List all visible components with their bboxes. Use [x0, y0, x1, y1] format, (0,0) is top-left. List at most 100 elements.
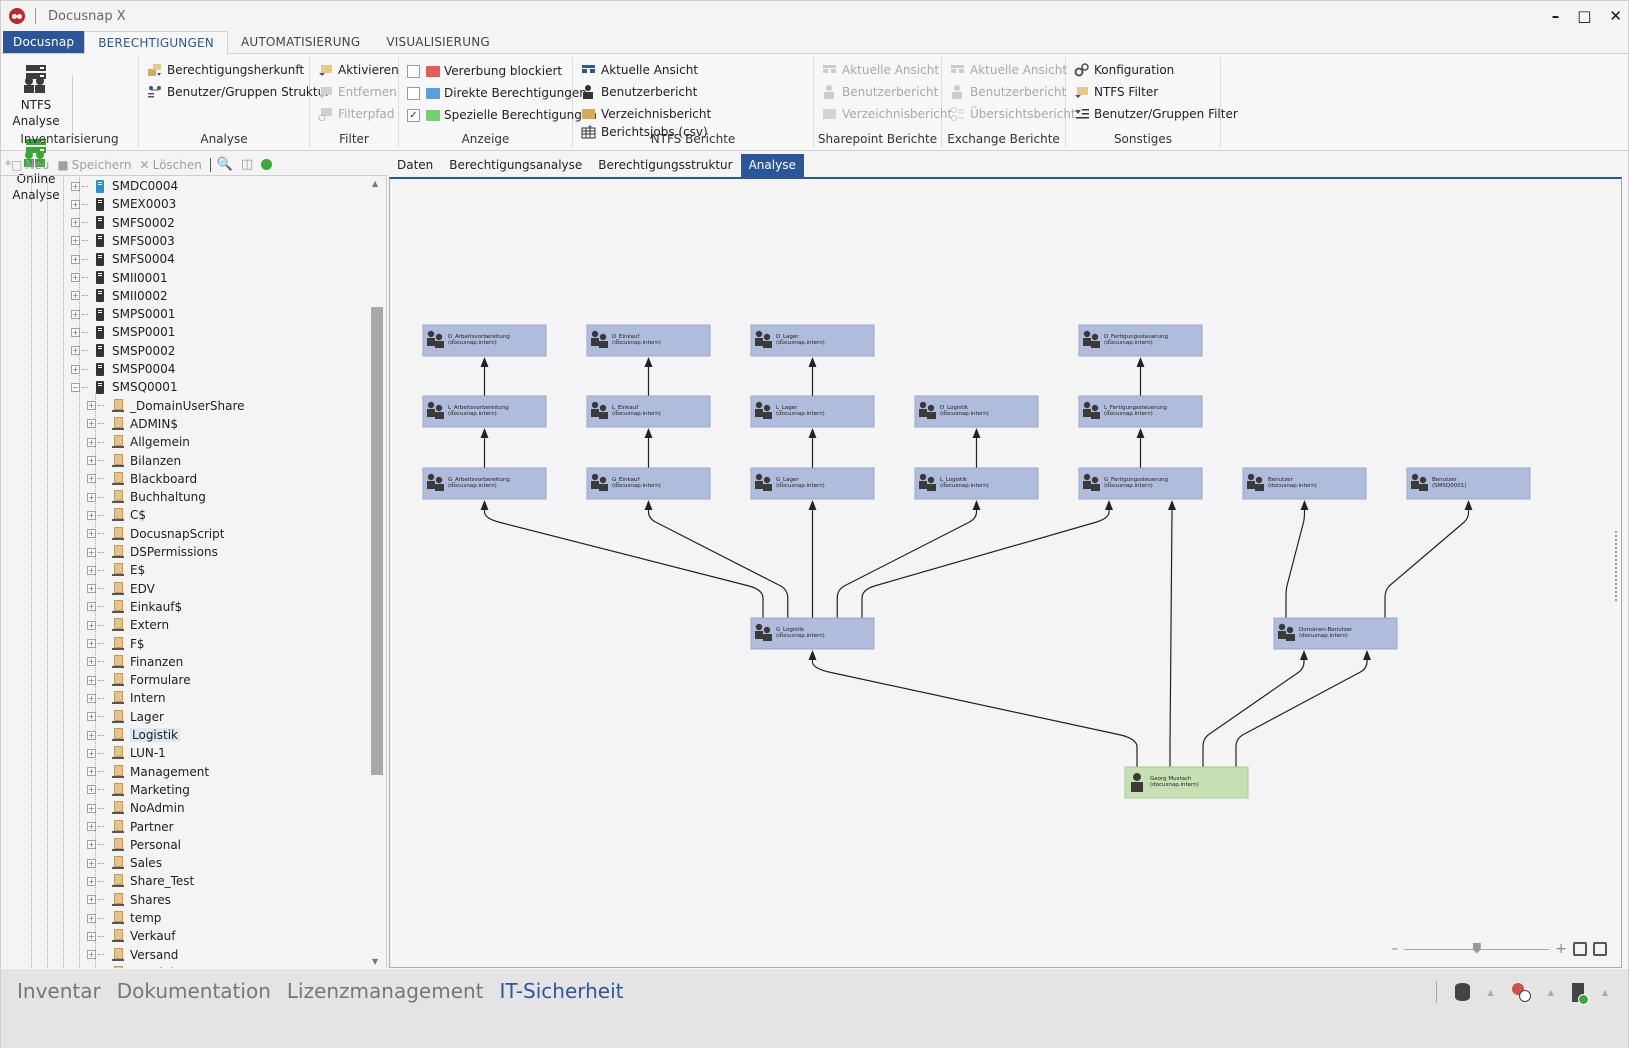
checkbox-checked[interactable]: ✓	[407, 108, 420, 122]
expand-icon[interactable]: +	[87, 565, 96, 575]
tree-item-share[interactable]: +Vertrieb	[87, 964, 178, 968]
tree-scrollbar[interactable]: ▲ ▼	[370, 177, 384, 968]
expand-icon[interactable]: +	[87, 510, 96, 520]
tree-item-share[interactable]: +Verkauf	[87, 927, 176, 945]
tree-item-share[interactable]: +Shares	[87, 891, 171, 909]
expand-icon[interactable]: +	[87, 657, 96, 667]
tree-item-share[interactable]: +E$	[87, 561, 145, 579]
expand-icon[interactable]: +	[87, 730, 96, 740]
expand-icon[interactable]: +	[87, 931, 96, 941]
delete-button[interactable]: ✕Löschen	[140, 158, 202, 172]
tree-item-share[interactable]: +Buchhaltung	[87, 488, 206, 506]
scrollbar-thumb[interactable]	[371, 307, 383, 775]
tree-item-share[interactable]: +Personal	[87, 836, 181, 854]
expand-icon[interactable]: +	[87, 620, 96, 630]
tree-item-share[interactable]: +Partner	[87, 818, 174, 836]
direkte-berechtigungen-checkbox[interactable]: Direkte Berechtigungen	[407, 84, 597, 102]
tree-item-share[interactable]: +F$	[87, 635, 145, 653]
network-icon[interactable]	[1511, 983, 1531, 1002]
expand-icon[interactable]: +	[87, 767, 96, 777]
tree-item-share[interactable]: +ADMIN$	[87, 415, 178, 433]
expand-icon[interactable]: +	[87, 785, 96, 795]
konfiguration-button[interactable]: Konfiguration	[1074, 61, 1238, 79]
expand-icon[interactable]: +	[71, 236, 80, 246]
expand-icon[interactable]: +	[87, 474, 96, 484]
ntfs-benutzerbericht-button[interactable]: Benutzerbericht	[581, 83, 711, 101]
tree-item-server[interactable]: +SMSP0002	[71, 342, 175, 360]
content-tab-daten[interactable]: Daten	[397, 158, 434, 172]
group-node[interactable]: G_Einkauf(docusnap.intern)	[586, 467, 711, 500]
expand-icon[interactable]: +	[87, 913, 96, 923]
group-node[interactable]: G_Lager(docusnap.intern)	[750, 467, 875, 500]
expand-icon[interactable]: +	[71, 218, 80, 228]
expand-icon[interactable]: +	[71, 199, 80, 209]
group-node[interactable]: Benutzer(docusnap.intern)	[1242, 467, 1367, 500]
group-node[interactable]: G_Logistik(docusnap.intern)	[750, 617, 875, 650]
close-button[interactable]: ✕	[1609, 7, 1622, 25]
expand-icon[interactable]: +	[87, 950, 96, 960]
group-node[interactable]: D_Lager(docusnap.intern)	[750, 324, 875, 357]
tree-item-share[interactable]: +_DomainUserShare	[87, 397, 245, 415]
zoom-slider[interactable]	[1404, 942, 1550, 954]
group-node[interactable]: L_Fertigungssteuerung(docusnap.intern)	[1078, 395, 1203, 428]
content-tab-analyse[interactable]: Analyse	[740, 154, 804, 177]
zoom-in-button[interactable]: +	[1555, 941, 1567, 957]
expand-icon[interactable]: +	[87, 895, 96, 905]
tree-item-share[interactable]: +C$	[87, 506, 146, 524]
expand-icon[interactable]: +	[87, 584, 96, 594]
caret-up-icon[interactable]: ▲	[1487, 987, 1494, 997]
content-tab-berechtigungsanalyse[interactable]: Berechtigungsanalyse	[449, 158, 583, 172]
expand-icon[interactable]: +	[71, 346, 80, 356]
exchange-aktuelle-ansicht-button[interactable]: Aktuelle Ansicht	[950, 61, 1076, 79]
side-panel-grip[interactable]	[1615, 531, 1621, 601]
group-node[interactable]: D_Einkauf(docusnap.intern)	[586, 324, 711, 357]
tree-item-server[interactable]: +SMII0002	[71, 287, 168, 305]
run-button[interactable]	[261, 159, 273, 170]
filter-aktivieren-button[interactable]: Aktivieren	[318, 61, 399, 79]
expand-icon[interactable]: +	[87, 456, 96, 465]
expand-icon[interactable]: +	[87, 547, 96, 557]
tree-item-share[interactable]: +EDV	[87, 580, 155, 598]
expand-icon[interactable]: +	[87, 401, 96, 411]
tree-item-share[interactable]: +Formulare	[87, 671, 191, 689]
group-node[interactable]: G_Fertigungssteuerung(docusnap.intern)	[1078, 467, 1203, 500]
filter-entfernen-button[interactable]: Entfernen	[318, 83, 399, 101]
nav-it-sicherheit[interactable]: IT-Sicherheit	[499, 979, 624, 1003]
berichtsjobs-csv-button[interactable]: Berichtsjobs (csv)	[581, 123, 708, 141]
tree-item-server[interactable]: +SMSP0004	[71, 360, 175, 378]
minimize-button[interactable]: –	[1551, 7, 1560, 25]
exchange-benutzerbericht-button[interactable]: Benutzerbericht	[950, 83, 1076, 101]
tree-item-share[interactable]: +Management	[87, 763, 209, 781]
tab-docusnap[interactable]: Docusnap	[3, 31, 85, 53]
exchange-uebersichtsbericht-button[interactable]: Übersichtsbericht	[950, 105, 1076, 123]
expand-icon[interactable]: +	[87, 529, 96, 539]
scroll-down-icon[interactable]: ▼	[372, 957, 379, 966]
tree-item-share[interactable]: +Finanzen	[87, 653, 183, 671]
tree-item-share[interactable]: +DSPermissions	[87, 543, 218, 561]
collapse-icon[interactable]: −	[71, 382, 80, 392]
user-node[interactable]: Georg Mustach(docusnap.intern)	[1124, 766, 1249, 799]
tree-item-server[interactable]: +SMEX0003	[71, 195, 176, 213]
tab-automatisierung[interactable]: AUTOMATISIERUNG	[240, 35, 361, 49]
scroll-up-icon[interactable]: ▲	[372, 179, 379, 188]
tree-item-share[interactable]: +temp	[87, 909, 161, 927]
expand-icon[interactable]: +	[87, 693, 96, 703]
expand-icon[interactable]: +	[71, 291, 80, 301]
server-run-icon[interactable]	[1571, 982, 1589, 1005]
group-node[interactable]: L_Lager(docusnap.intern)	[750, 395, 875, 428]
tree-item-share[interactable]: +NoAdmin	[87, 799, 185, 817]
zoom-fit-icon[interactable]	[1573, 942, 1587, 956]
expand-icon[interactable]: +	[87, 858, 96, 868]
expand-icon[interactable]: +	[87, 803, 96, 813]
expand-icon[interactable]: +	[87, 840, 96, 850]
sharepoint-aktuelle-ansicht-button[interactable]: Aktuelle Ansicht	[822, 61, 952, 79]
tree-item-share[interactable]: +LUN-1	[87, 744, 166, 762]
content-tab-berechtigungsstruktur[interactable]: Berechtigungsstruktur	[598, 158, 733, 172]
group-node[interactable]: Domänen-Benutzer(docusnap.intern)	[1273, 617, 1398, 650]
tree-item-share[interactable]: +DocusnapScript	[87, 525, 224, 543]
benutzer-gruppen-struktur-button[interactable]: Benutzer/Gruppen Struktur	[147, 83, 330, 101]
tree-item-share[interactable]: +Sales	[87, 854, 162, 872]
zoom-slider-knob[interactable]	[1472, 942, 1481, 954]
tree-item-server[interactable]: +SMFS0004	[71, 250, 175, 268]
expand-icon[interactable]: +	[87, 639, 96, 648]
